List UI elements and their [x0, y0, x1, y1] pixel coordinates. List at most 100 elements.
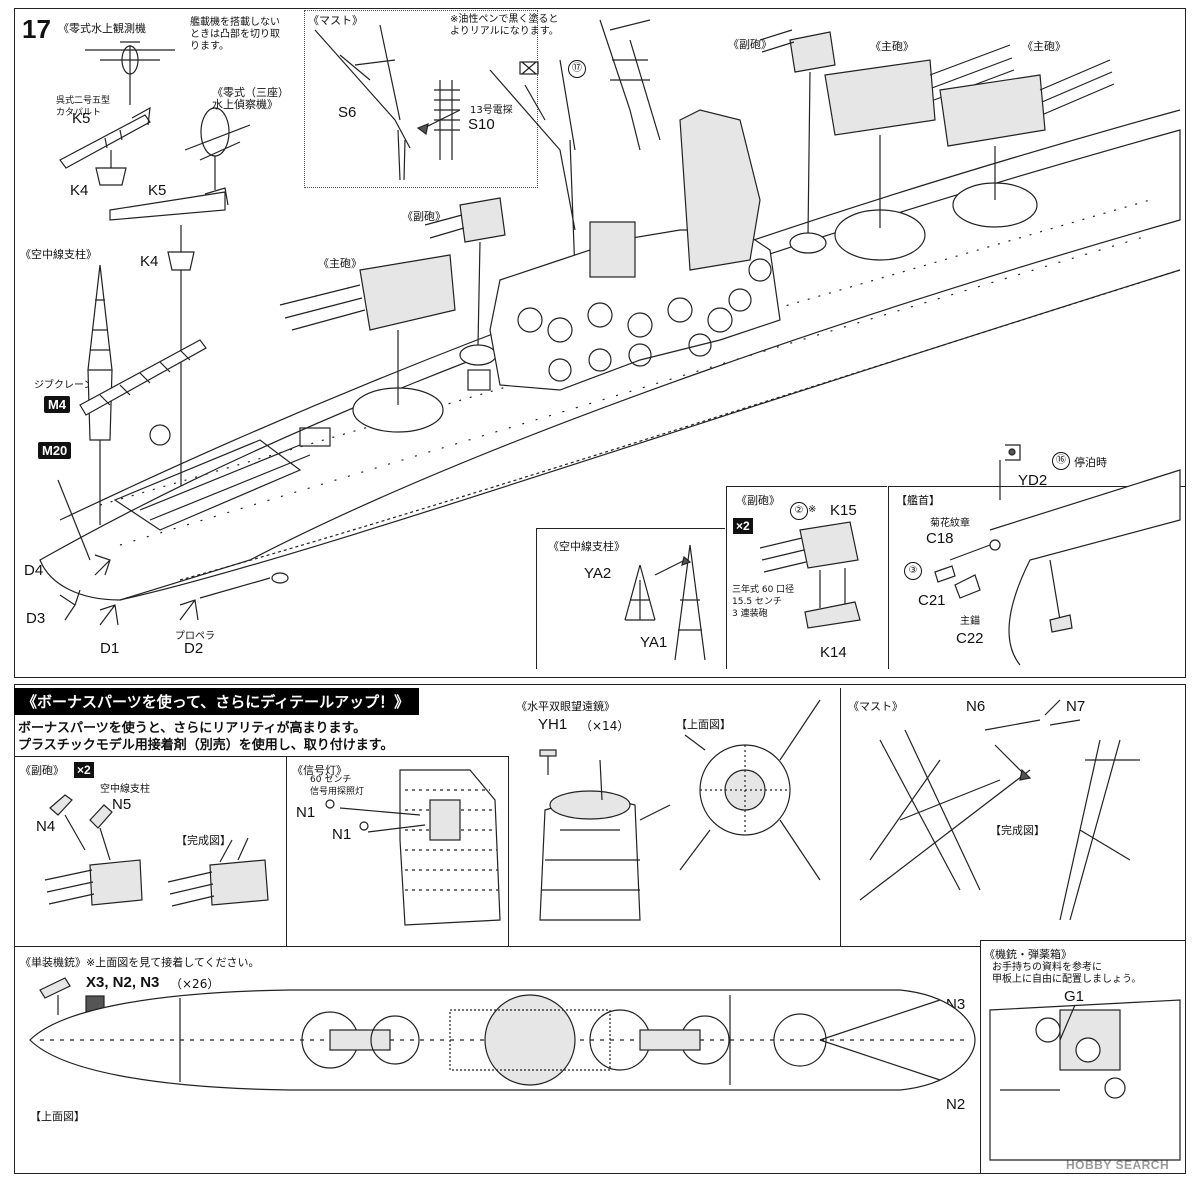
part-N5: N5: [112, 796, 132, 813]
secondary-turret-rear-icon: [759, 29, 836, 254]
part-D4: D4: [24, 562, 44, 579]
bonus-secgun-complete: 【完成図】: [176, 834, 231, 847]
part-N6: N6: [966, 698, 986, 715]
bonus-intro: ボーナスパーツを使うと、さらにリアリティが高まります。 プラスチックモデル用接着…: [18, 720, 393, 754]
recon-plane-icon: [184, 107, 251, 190]
part-D3: D3: [26, 610, 46, 627]
bonus-secgun-box: [14, 756, 287, 947]
secgun-subpanel: [726, 486, 887, 669]
jib-crane-label: ジブクレーン: [34, 380, 94, 391]
bonus-mg-ammo-box: [980, 940, 1185, 1173]
jib-crane-icon: [79, 339, 207, 416]
part-K5-catapult: K5: [72, 110, 91, 127]
marker-3: ③: [904, 562, 922, 580]
catapult-type-label: 呉式二号五型 カタパルト: [56, 96, 111, 118]
propeller-icons: [59, 554, 289, 626]
catapult-K5-icon: [59, 106, 151, 169]
part-D2: D2: [184, 640, 204, 657]
bonus-single-mg-qty: （×26）: [170, 977, 220, 991]
main-gun-label-rear1: 《主砲》: [870, 40, 914, 53]
bonus-signal-note: 60 センチ 信号用探照灯: [310, 775, 365, 797]
k4-turntable-left-icon: [95, 150, 127, 186]
radar-label: 13号電探: [470, 105, 513, 116]
part-S10: S10: [468, 116, 495, 133]
antenna-post-title: 《空中線支柱》: [20, 248, 97, 261]
bonus-mg-ammo-note: お手持ちの資料を参考に 甲板上に自由に配置しましょう。: [992, 962, 1142, 985]
rear-mast-icon: [599, 19, 661, 151]
main-turret-rear1-icon: [824, 44, 1015, 261]
propeller-label: プロペラ: [175, 631, 215, 642]
part-C18: C18: [926, 530, 954, 547]
recon-plane-title: 《零式（三座） 水上偵察機》: [212, 86, 289, 111]
bonus-binocular-tower-icon: [539, 759, 671, 921]
bonus-antenna-n4-n5-icon: [49, 794, 113, 861]
part-N2-bottom: N2: [946, 1096, 966, 1113]
bonus-mg-ammo-title: 《機銃・弾薬箱》: [984, 948, 1072, 961]
main-turret-rear2-icon: [939, 59, 1115, 228]
bonus-mast-icon: [859, 699, 1140, 921]
bow-detail-icon: [934, 444, 1181, 666]
bow-title: 【艦首】: [896, 494, 940, 507]
mast-title: 《マスト》: [308, 14, 363, 27]
part-YD2: YD2: [1018, 472, 1048, 489]
marker-2: ②: [790, 502, 808, 520]
bonus-binocular-box: [508, 688, 841, 946]
part-YH1-qty: （×14）: [580, 719, 630, 733]
secondary-gun-label-front: 《副砲》: [402, 210, 446, 223]
bonus-signal-title: 《信号灯》: [292, 764, 347, 777]
bonus-antenna-post-label: 空中線支柱: [100, 784, 150, 795]
oil-pen-note: ※油性ペンで黒く塗ると よりリアルになります。: [450, 14, 559, 37]
watermark: HOBBY SEARCH: [1066, 1158, 1170, 1172]
bonus-secgun-complete-icon: [167, 837, 269, 907]
bonus-mast-complete: 【完成図】: [990, 824, 1045, 837]
part-N1-bottom: N1: [332, 826, 352, 843]
part-K14: K14: [820, 644, 847, 661]
bonus-secgun-turret-icon: [44, 859, 143, 906]
foremast-icon: [489, 59, 577, 301]
bonus-binocular-title: 《水平双眼望遠鏡》: [516, 700, 615, 713]
bow-subpanel: [888, 486, 1185, 669]
bonus-intro-line1: ボーナスパーツを使うと、さらにリアリティが高まります。: [18, 721, 367, 736]
antenna-subpanel-title: 《空中線支柱》: [548, 540, 625, 553]
bonus-binocular-topview: 【上面図】: [676, 718, 731, 731]
mast-inset-box: [304, 10, 538, 188]
part-M4-badge: M4: [44, 396, 71, 413]
marker-17: ⑰: [568, 60, 586, 78]
bonus-intro-line2: プラスチックモデル用接着剤（別売）を使用し、取り付けます。: [18, 738, 394, 753]
bonus-mg-ammo-icon: [989, 999, 1181, 1161]
part-D1: D1: [100, 640, 120, 657]
part-C22: C22: [956, 630, 984, 647]
secgun-asterisk: ※: [808, 504, 817, 515]
marker-16: ⑯: [1052, 452, 1070, 470]
part-M20-badge: M20: [38, 442, 72, 459]
antenna-post-ya-icons: [624, 544, 706, 661]
bonus-signal-box: [286, 756, 509, 947]
antenna-subpanel: [536, 528, 725, 669]
anchor-label: 主錨: [960, 616, 980, 627]
catapult-note: 艦載機を搭載しない ときは凸部を切り取 ります。: [190, 17, 280, 52]
catapult-plane-title: 《零式水上観測機: [58, 22, 146, 35]
bonus-topview-ship-icon: [29, 989, 976, 1091]
secgun-k15-icon: [759, 521, 861, 629]
secondary-turret-front-icon: [424, 197, 506, 366]
bonus-mast-title: 《マスト》: [848, 700, 903, 713]
observation-plane-icon: [85, 41, 175, 105]
part-N7: N7: [1066, 698, 1086, 715]
secgun-subpanel-title: 《副砲》: [736, 494, 780, 507]
secondary-gun-label-rear: 《副砲》: [728, 38, 772, 51]
chrysanthemum-label: 菊花紋章: [930, 518, 970, 529]
main-gun-label-front: 《主砲》: [318, 257, 362, 270]
part-S6: S6: [338, 104, 357, 121]
stern-detail-icon: [57, 424, 331, 561]
step-number: 17: [22, 14, 51, 44]
bonus-binocular-topview-icon: [679, 699, 821, 881]
bonus-bottom-divider: [14, 946, 980, 947]
bonus-single-mg-title: 《単装機銃》※上面図を見て接着してください。: [20, 956, 260, 969]
part-N4: N4: [36, 818, 56, 835]
bonus-topview-bottom: 【上面図】: [30, 1110, 85, 1123]
superstructure-icon: [467, 109, 781, 391]
part-K5-crane: K5: [148, 182, 167, 199]
part-YA2: YA2: [584, 565, 612, 582]
